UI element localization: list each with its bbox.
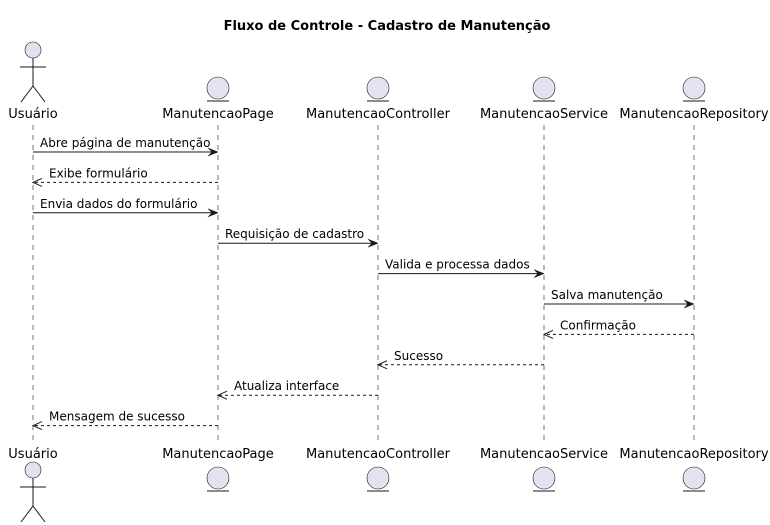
message-arrow: Sucesso <box>376 349 544 370</box>
participant-label-bottom-page: ManutencaoPage <box>162 447 274 462</box>
message-arrow: Valida e processa dados <box>378 258 545 278</box>
participant-label-top-repository: ManutencaoRepository <box>619 107 768 122</box>
participants-top: Usuário ManutencaoPage ManutencaoControlle… <box>8 41 769 122</box>
open-arrowhead <box>216 390 228 400</box>
open-arrowhead <box>542 329 554 339</box>
message-arrow: Envia dados do formulário <box>33 197 219 218</box>
filled-arrowhead <box>683 299 695 309</box>
lifelines <box>32 125 695 440</box>
message-label: Mensagem de sucesso <box>49 410 185 424</box>
actor-icon <box>20 461 46 523</box>
open-arrowhead <box>376 360 388 370</box>
message-arrow: Confirmação <box>542 318 694 339</box>
entity-icon <box>366 76 390 102</box>
entity-icon <box>206 76 230 102</box>
message-label: Confirmação <box>560 318 636 332</box>
participant-label-top-page: ManutencaoPage <box>162 107 274 122</box>
participant-label-bottom-service: ManutencaoService <box>480 447 608 462</box>
participant-label-bottom-repository: ManutencaoRepository <box>619 447 768 462</box>
diagram-title: Fluxo de Controle - Cadastro de Manutenç… <box>224 19 551 34</box>
entity-icon <box>682 76 706 102</box>
participant-label-top-controller: ManutencaoController <box>306 107 451 122</box>
message-arrow: Abre página de manutenção <box>33 136 219 157</box>
filled-arrowhead <box>367 238 379 248</box>
open-arrowhead <box>31 177 43 187</box>
message-arrow: Mensagem de sucesso <box>31 410 218 431</box>
filled-arrowhead <box>207 147 219 157</box>
message-label: Sucesso <box>394 349 443 363</box>
participant-label-top-usuario: Usuário <box>8 107 57 122</box>
participants-bottom: Usuário ManutencaoPage ManutencaoControlle… <box>8 447 769 523</box>
filled-arrowhead <box>207 208 219 218</box>
message-arrow: Atualiza interface <box>216 379 378 400</box>
entity-icon <box>682 466 706 492</box>
participant-label-bottom-controller: ManutencaoController <box>306 447 451 462</box>
message-label: Envia dados do formulário <box>40 197 197 211</box>
message-label: Abre página de manutenção <box>40 136 210 150</box>
message-label: Exibe formulário <box>49 166 148 180</box>
entity-icon <box>366 466 390 492</box>
message-arrow: Requisição de cadastro <box>218 227 379 248</box>
entity-icon <box>532 466 556 492</box>
message-label: Salva manutenção <box>551 288 663 302</box>
message-arrow: Exibe formulário <box>31 166 218 187</box>
open-arrowhead <box>31 421 43 431</box>
entity-icon <box>532 76 556 102</box>
filled-arrowhead <box>533 269 545 278</box>
actor-icon <box>20 41 46 103</box>
message-label: Requisição de cadastro <box>225 227 364 241</box>
message-arrow: Salva manutenção <box>544 288 695 309</box>
entity-icon <box>206 466 230 492</box>
message-label: Valida e processa dados <box>385 258 530 272</box>
participant-label-bottom-usuario: Usuário <box>8 447 57 462</box>
message-label: Atualiza interface <box>234 379 339 393</box>
participant-label-top-service: ManutencaoService <box>480 107 608 122</box>
